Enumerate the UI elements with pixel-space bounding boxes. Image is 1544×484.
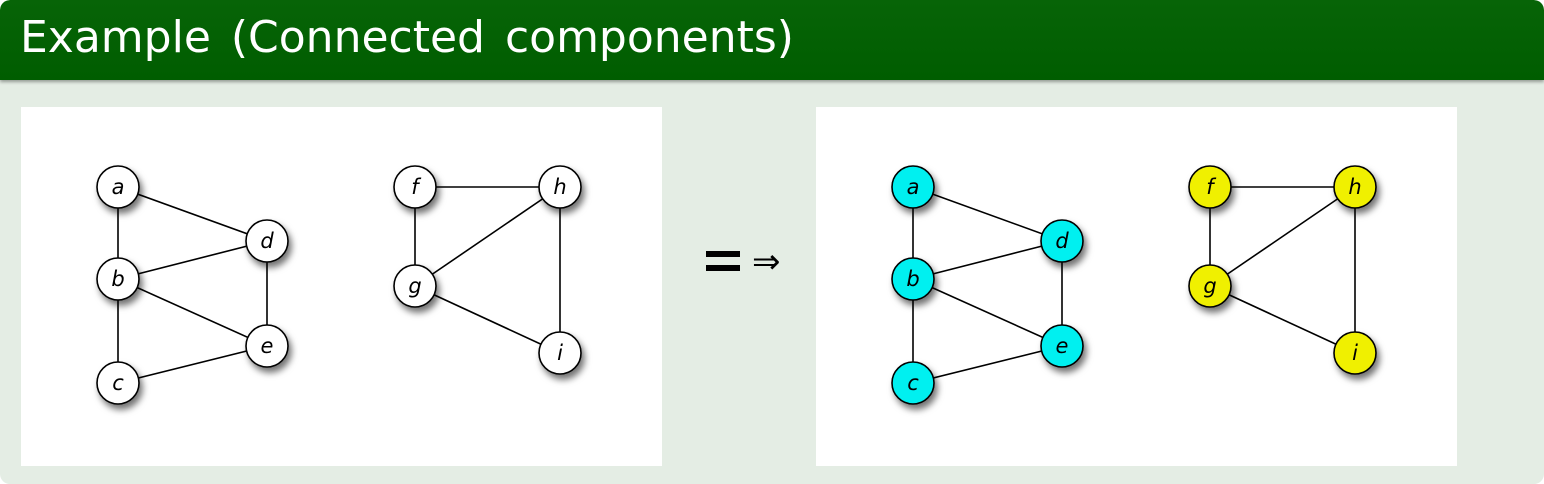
result-node-a-circle <box>891 165 935 209</box>
svg-text:⇒: ⇒ <box>752 242 781 282</box>
result-node-a-label: a <box>907 175 920 199</box>
input-node-i-circle <box>538 331 582 375</box>
input-node-h: h <box>538 165 582 209</box>
result-edge-g-i <box>1209 285 1356 354</box>
result-node-b-circle <box>891 257 935 301</box>
result-node-c-circle <box>891 361 935 405</box>
result-node-d-circle <box>1040 219 1084 263</box>
result-edge-a-d <box>912 186 1063 242</box>
input-node-i-label: i <box>557 341 563 365</box>
result-node-h: h <box>1333 165 1377 209</box>
input-edge-b-d <box>117 240 268 280</box>
input-node-h-label: h <box>553 175 566 199</box>
input-graph-panel: a b c d e f g h i <box>21 107 662 466</box>
input-node-f: f <box>393 165 437 209</box>
result-node-i: i <box>1333 331 1377 375</box>
input-node-d: d <box>245 219 289 263</box>
result-node-h-label: h <box>1348 175 1361 199</box>
input-node-g-label: g <box>408 274 421 298</box>
input-edge-g-h <box>414 186 561 287</box>
components-graph-panel: a b c d e f g h i <box>816 107 1457 466</box>
result-node-e-label: e <box>1056 334 1069 358</box>
input-edge-g-i <box>414 285 561 354</box>
result-node-g-circle <box>1188 264 1232 308</box>
result-node-d-label: d <box>1055 229 1069 253</box>
result-node-c-label: c <box>907 371 919 395</box>
input-node-b: b <box>96 257 140 301</box>
input-node-a: a <box>96 165 140 209</box>
input-edge-b-e <box>117 278 268 347</box>
result-node-i-label: i <box>1352 341 1358 365</box>
input-edge-a-d <box>117 186 268 242</box>
result-node-b: b <box>891 257 935 301</box>
result-node-f-label: f <box>1206 175 1217 199</box>
input-node-a-circle <box>96 165 140 209</box>
input-node-b-label: b <box>111 267 124 291</box>
components-graph: a b c d e f g h i <box>891 165 1377 405</box>
result-node-c: c <box>891 361 935 405</box>
input-node-h-circle <box>538 165 582 209</box>
input-node-d-label: d <box>260 229 274 253</box>
result-node-i-circle <box>1333 331 1377 375</box>
input-node-c: c <box>96 361 140 405</box>
result-node-g-label: g <box>1203 274 1216 298</box>
input-node-i: i <box>538 331 582 375</box>
input-node-e-label: e <box>261 334 274 358</box>
block-title: Example (Connected components) <box>20 12 794 63</box>
result-edge-b-d <box>912 240 1063 280</box>
result-edge-g-h <box>1209 186 1356 287</box>
input-graph: a b c d e f g h i <box>96 165 582 405</box>
result-node-b-label: b <box>906 267 919 291</box>
result-node-e-circle <box>1040 324 1084 368</box>
result-node-f-circle <box>1188 165 1232 209</box>
result-node-a: a <box>891 165 935 209</box>
result-node-g: g <box>1188 264 1232 308</box>
input-node-c-circle <box>96 361 140 405</box>
input-node-g: g <box>393 264 437 308</box>
block-header: Example (Connected components) <box>0 0 1544 80</box>
input-node-a-label: a <box>112 175 125 199</box>
input-node-d-circle <box>245 219 289 263</box>
input-node-b-circle <box>96 257 140 301</box>
input-node-c-label: c <box>112 371 124 395</box>
result-node-e: e <box>1040 324 1084 368</box>
result-node-d: d <box>1040 219 1084 263</box>
result-edge-c-e <box>912 345 1063 384</box>
input-node-e: e <box>245 324 289 368</box>
input-edge-c-e <box>117 345 268 384</box>
result-node-f: f <box>1188 165 1232 209</box>
input-node-e-circle <box>245 324 289 368</box>
input-node-g-circle <box>393 264 437 308</box>
input-node-f-label: f <box>411 175 422 199</box>
double-arrow-right-icon: ⇒ <box>706 242 781 282</box>
result-edge-b-e <box>912 278 1063 347</box>
result-node-h-circle <box>1333 165 1377 209</box>
input-node-f-circle <box>393 165 437 209</box>
